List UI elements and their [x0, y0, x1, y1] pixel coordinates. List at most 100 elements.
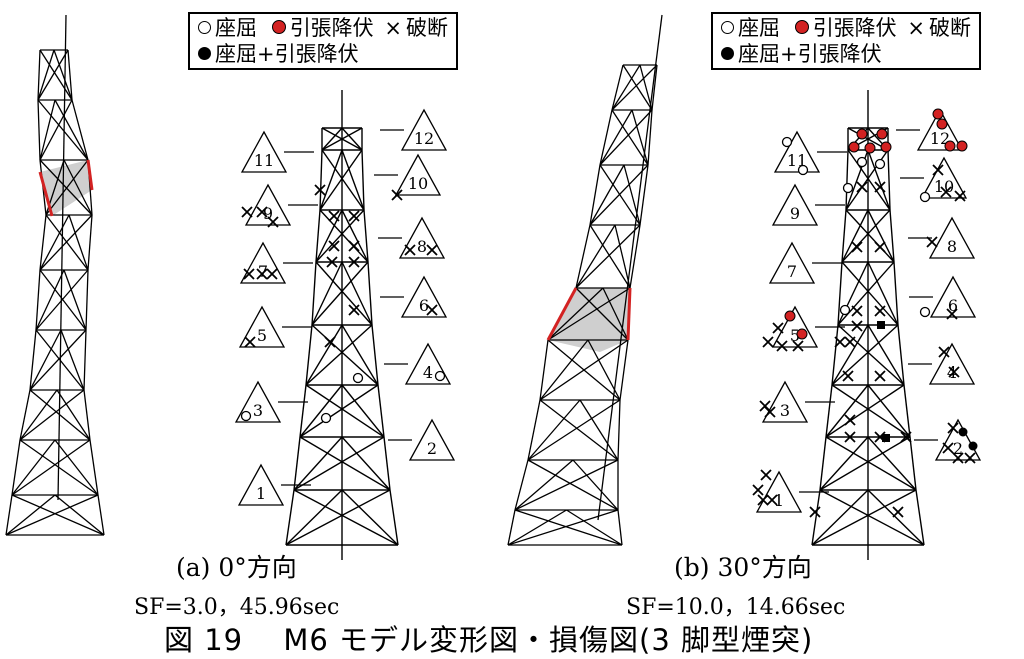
panel-number: 9 [263, 204, 273, 223]
tower-member [39, 159, 93, 216]
tower-member [841, 209, 891, 263]
tower-member [11, 439, 56, 496]
panel-marker-b-3: 3 [761, 380, 809, 423]
buckling-yield-mark [968, 441, 978, 451]
tower-member [39, 214, 70, 271]
panel-number: 7 [258, 262, 268, 281]
tower-member [45, 214, 89, 271]
panel-number: 11 [254, 151, 274, 170]
panel-triangle [755, 470, 803, 513]
fracture-mark [766, 494, 778, 506]
tower-member [37, 49, 55, 101]
tower-member [825, 384, 905, 438]
panel-marker-a-2: 2 [408, 418, 456, 461]
tower-member [831, 324, 899, 386]
tower-member [614, 224, 631, 289]
fracture-mark [851, 241, 863, 253]
fracture-mark [964, 452, 976, 464]
buckling-yield-symbol-icon [198, 46, 211, 60]
legend-b: 座屈 引張降伏 ×破断 座屈+引張降伏 [711, 12, 981, 70]
tower-member [647, 109, 653, 166]
tower-member [54, 99, 89, 161]
center-mast-a [57, 14, 67, 501]
fracture-mark [942, 442, 954, 454]
tower-member [887, 149, 891, 211]
panel-triangle [920, 156, 968, 199]
tower-member [611, 64, 624, 111]
buckling-mark [320, 412, 332, 424]
buckling-mark [874, 158, 886, 170]
tower-member [341, 324, 379, 386]
panel-number: 12 [414, 129, 434, 148]
fracture-mark [348, 210, 360, 222]
tower-member [311, 261, 369, 326]
tower-member [29, 329, 87, 391]
tower-member [539, 399, 619, 461]
fracture-stroke [842, 370, 854, 382]
tower-member [315, 261, 373, 326]
tower-member [819, 436, 911, 491]
tower-member [566, 509, 623, 546]
panel-number: 2 [953, 439, 963, 458]
fracture-mark [324, 336, 336, 348]
tower-member [39, 99, 73, 161]
panel-marker-a-5: 5 [238, 305, 286, 348]
legend-fracture: 破断 [928, 16, 971, 40]
failed-member-b [546, 287, 578, 341]
panel-triangle [916, 108, 964, 151]
tensile-yield-symbol-icon [794, 20, 809, 34]
panel-marker-b-12: 12 [916, 108, 964, 151]
tower-member [837, 261, 895, 326]
tower-member [85, 269, 89, 331]
fracture-stroke [964, 452, 976, 464]
tower-member [285, 489, 343, 546]
tower-member [845, 209, 895, 263]
buckling-mark [839, 304, 851, 316]
panel-triangle [773, 130, 821, 173]
tower-member [19, 389, 31, 441]
fracture-stroke [244, 336, 256, 348]
tower-member [37, 99, 89, 161]
tensile-yield-mark [864, 142, 876, 154]
tower-member [83, 389, 91, 441]
tower-member [305, 324, 343, 386]
fracture-stroke [256, 268, 268, 280]
fracture-stroke [792, 340, 804, 352]
fracture-stroke [314, 184, 326, 196]
tower-member [29, 329, 37, 391]
tower-member [311, 261, 343, 326]
tower-member [89, 439, 99, 496]
panel-number: 9 [790, 204, 800, 223]
fracture-mark [900, 431, 912, 443]
fracture-symbol-icon: × [384, 16, 402, 40]
fracture-mark [762, 336, 774, 348]
fracture-mark [404, 244, 416, 256]
tower-member [37, 99, 41, 161]
tower-member [825, 436, 917, 491]
fracture-mark [842, 370, 854, 382]
tower-member [589, 164, 625, 226]
tower-member [599, 164, 641, 226]
tower-member [893, 261, 899, 326]
panel-marker-b-8: 8 [928, 216, 976, 259]
tensile-yield-mark [936, 118, 948, 130]
buckling-symbol-icon [721, 20, 734, 34]
fracture-mark [926, 236, 938, 248]
tower-member [361, 149, 365, 211]
panel-number: 4 [423, 363, 433, 382]
panel-marker-b-9: 9 [771, 183, 819, 226]
fracture-stroke [938, 346, 950, 358]
tower-member [837, 261, 843, 326]
tower-member [897, 324, 905, 386]
fracture-mark [266, 268, 278, 280]
fracture-mark [892, 506, 904, 518]
panel-number: 8 [947, 237, 957, 256]
tower-member [909, 436, 917, 491]
legend-tensile-yield: 引張降伏 [289, 16, 374, 40]
tower-member [63, 269, 87, 331]
tower-member [71, 99, 89, 161]
tower-member [639, 164, 649, 226]
fracture-stroke [947, 422, 959, 434]
tower-member [575, 224, 591, 289]
tower-member [67, 49, 73, 101]
